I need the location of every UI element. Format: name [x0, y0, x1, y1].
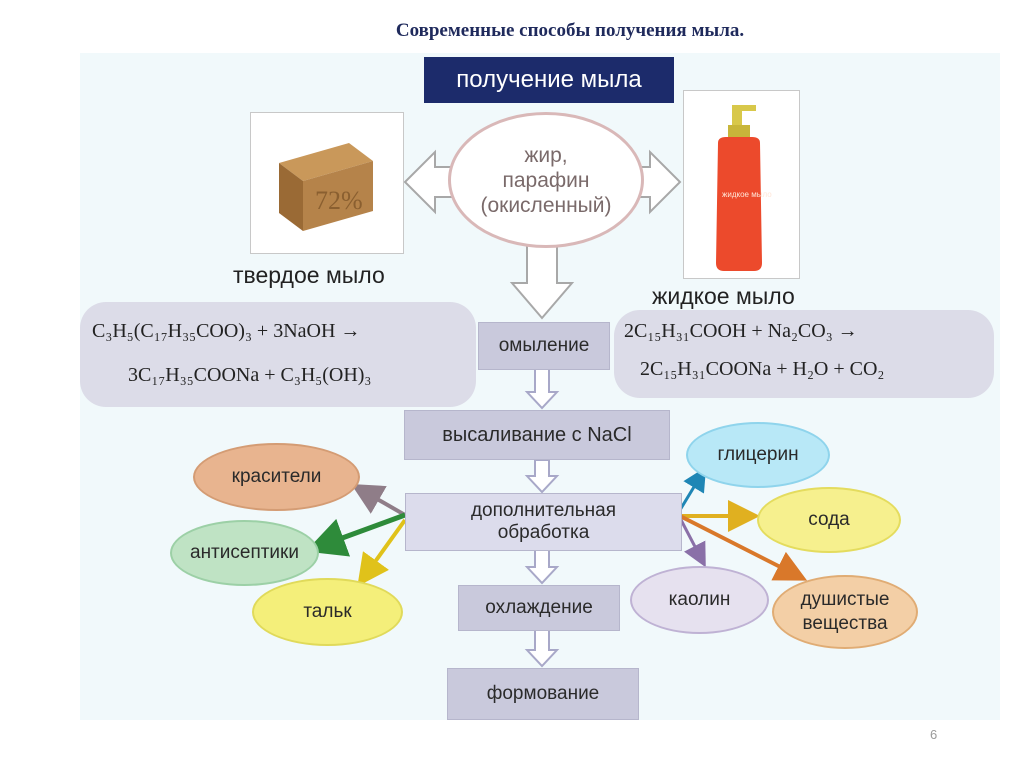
solid-eq-line-2: 3C₁₇H₃₅COONa + C₃H₅(OH)₃: [128, 364, 372, 386]
additive-dyes-label: красители: [231, 466, 322, 487]
additive-fragrance-line-2: вещества: [802, 613, 888, 634]
step-saponification: омыление: [478, 322, 610, 370]
liquid-eq-line-1: 2C₁₅H₃₁COOH + Na₂CO₃ →: [624, 320, 858, 342]
step-processing-line-2: обработка: [497, 522, 590, 543]
step-processing-line-1: дополнительная: [470, 500, 617, 521]
additive-antiseptics-label: антисептики: [190, 542, 299, 563]
step-arrow-icon: [524, 459, 560, 494]
page-number: 6: [930, 727, 938, 742]
step-cooling-label: охлаждение: [485, 597, 593, 618]
raw-line-2: парафин: [502, 168, 590, 192]
soap-bottle-icon: жидкое мыло: [716, 105, 772, 271]
soap-bar-mark: 72%: [315, 186, 363, 215]
arrow-to-glycerin: [678, 466, 707, 511]
header-box: получение мыла: [424, 57, 674, 103]
step-cooling: охлаждение: [458, 585, 620, 631]
arrow-to-dyes: [351, 484, 406, 517]
additive-glycerin-label: глицерин: [717, 444, 799, 465]
additive-fragrance: душистые вещества: [772, 575, 918, 649]
step-forming: формование: [447, 668, 639, 720]
arrow-to-kaolin: [678, 517, 706, 568]
arrow-to-fragrance: [679, 514, 808, 581]
raw-line-3: (окисленный): [480, 193, 612, 217]
step-processing: дополнительная обработка: [405, 493, 682, 551]
additive-soda: сода: [757, 487, 901, 553]
solid-soap-equation: C₃H₅(C₁₇H₃₅COO)₃ + 3NaOH → 3C₁₇H₃₅COONa …: [80, 302, 476, 407]
arrow-to-talc: [357, 518, 407, 587]
additive-kaolin: каолин: [630, 566, 769, 634]
raw-line-1: жир,: [524, 143, 568, 167]
liquid-soap-equation: 2C₁₅H₃₁COOH + Na₂CO₃ → 2C₁₅H₃₁COONa + H₂…: [614, 310, 994, 398]
additive-kaolin-label: каолин: [668, 589, 731, 610]
solid-soap-image: 72%: [250, 112, 404, 254]
header-label: получение мыла: [456, 66, 642, 93]
additive-fragrance-line-1: душистые: [800, 589, 890, 610]
additive-talc-label: тальк: [303, 601, 352, 622]
step-arrow-icon: [524, 549, 560, 585]
raw-materials-oval: жир, парафин (окисленный): [448, 112, 644, 248]
arrow-to-antiseptics: [305, 512, 406, 557]
step-arrow-icon: [524, 629, 560, 668]
solid-soap-label: твердое мыло: [233, 262, 385, 288]
additive-antiseptics: антисептики: [170, 520, 319, 586]
additive-glycerin: глицерин: [686, 422, 830, 488]
bottle-mark: жидкое мыло: [722, 190, 772, 199]
additive-soda-label: сода: [808, 509, 850, 530]
step-salting: высаливание с NaCl: [404, 410, 670, 460]
step-forming-label: формование: [486, 683, 600, 704]
solid-eq-line-1: C₃H₅(C₁₇H₃₅COO)₃ + 3NaOH →: [92, 320, 361, 342]
liquid-soap-image: жидкое мыло: [683, 90, 800, 279]
step-salting-label: высаливание с NaCl: [442, 423, 632, 446]
step-arrow-icon: [524, 367, 560, 410]
step-saponification-label: омыление: [498, 335, 590, 356]
additive-talc: тальк: [252, 578, 403, 646]
down-arrow-icon: [509, 239, 575, 320]
additive-dyes: красители: [193, 443, 360, 511]
slide-title: Современные способы получения мыла.: [395, 20, 745, 41]
liquid-eq-line-2: 2C₁₅H₃₁COONa + H₂O + CO₂: [640, 358, 885, 380]
liquid-soap-label: жидкое мыло: [652, 283, 795, 309]
soap-bar-icon: 72%: [279, 143, 373, 231]
